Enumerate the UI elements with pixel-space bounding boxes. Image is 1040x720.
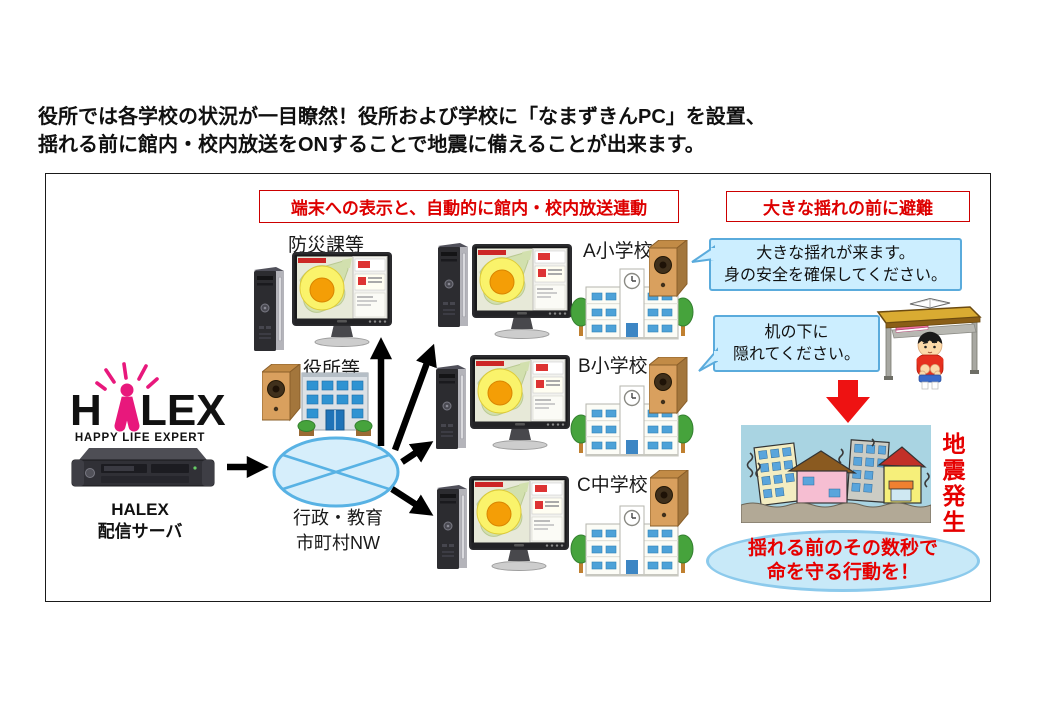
office-building-icon: [297, 372, 373, 438]
speaker-icon: [650, 470, 690, 528]
monitor-icon: [470, 355, 570, 451]
logo-letters-lex: LEX: [140, 386, 226, 432]
server-label: HALEX 配信サーバ: [97, 500, 183, 541]
earthquake-city-icon: [741, 425, 931, 523]
person-head-icon: [120, 383, 134, 397]
speaker-icon: [262, 364, 302, 422]
network-label: 行政・教育 市町村NW: [293, 508, 383, 553]
monitor-icon: [469, 476, 569, 572]
pc-tower-icon: [435, 484, 469, 570]
spark-rays-icon: [95, 362, 159, 391]
earthquake-label: 地震発生: [939, 432, 965, 536]
person-legs-icon: [114, 396, 140, 432]
banner-evacuate: 大きな揺れの前に避難: [726, 191, 970, 222]
broadcast-bubble-1: 大きな揺れが来ます。 身の安全を確保してください。: [691, 238, 962, 291]
halex-tagline: HAPPY LIFE EXPERT: [74, 432, 206, 444]
broadcast-bubble-2: 机の下に 隠れてください。: [698, 315, 880, 372]
down-arrow-icon: [825, 380, 871, 424]
pc-tower-icon: [252, 266, 286, 352]
slogan-ellipse: 揺れる前のその数秒で 命を守る行動を！: [706, 530, 980, 592]
halex-logo: H LEX: [56, 362, 226, 432]
site-label-school-a: A小学校: [583, 241, 653, 262]
logo-letter-h: H: [70, 386, 102, 432]
monitor-icon: [292, 252, 392, 348]
site-label-bousai: 防災課等: [288, 235, 365, 256]
desk-child-icon: [874, 296, 986, 391]
banner-display-link: 端末への表示と、自動的に館内・校内放送連動: [259, 190, 679, 223]
site-label-school-c: C中学校: [577, 475, 648, 496]
site-label-school-b: B小学校: [578, 356, 648, 377]
network-cloud-icon: [271, 435, 401, 509]
pc-tower-icon: [434, 364, 468, 450]
rack-server-icon: [71, 444, 215, 496]
page-title-line1: 役所では各学校の状況が一目瞭然！役所および学校に「なまずきんPC」を設置、: [38, 106, 766, 128]
speaker-icon: [649, 357, 689, 415]
pc-tower-icon: [436, 242, 470, 328]
speaker-icon: [649, 240, 689, 298]
page-title: 役所では各学校の状況が一目瞭然！役所および学校に「なまずきんPC」を設置、 揺れ…: [38, 103, 1008, 159]
monitor-icon: [472, 244, 572, 340]
diagram-panel: 端末への表示と、自動的に館内・校内放送連動 大きな揺れの前に避難 H LEX H…: [45, 173, 991, 602]
page-title-line2: 揺れる前に館内・校内放送をONすることで地震に備えることが出来ます。: [38, 134, 705, 156]
